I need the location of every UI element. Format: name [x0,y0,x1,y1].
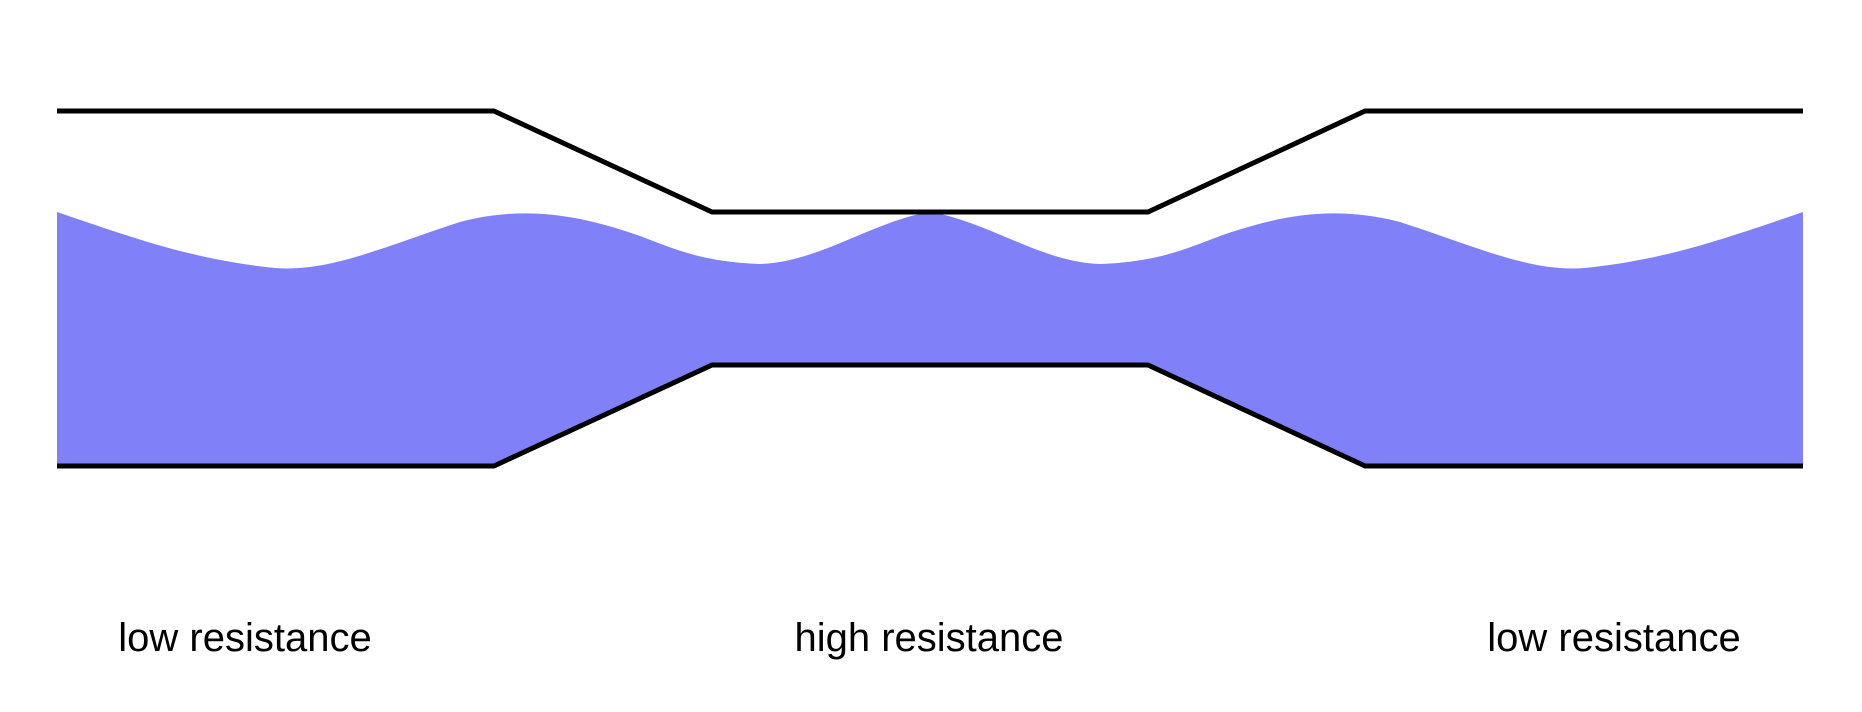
label-low-resistance-right: low resistance [1487,616,1741,660]
pipe-wall-bottom [57,362,1803,469]
fluid-fill [57,212,1803,466]
label-high-resistance: high resistance [794,616,1064,660]
pipe-wall-top [57,108,1803,215]
label-low-resistance-left: low resistance [118,616,372,660]
